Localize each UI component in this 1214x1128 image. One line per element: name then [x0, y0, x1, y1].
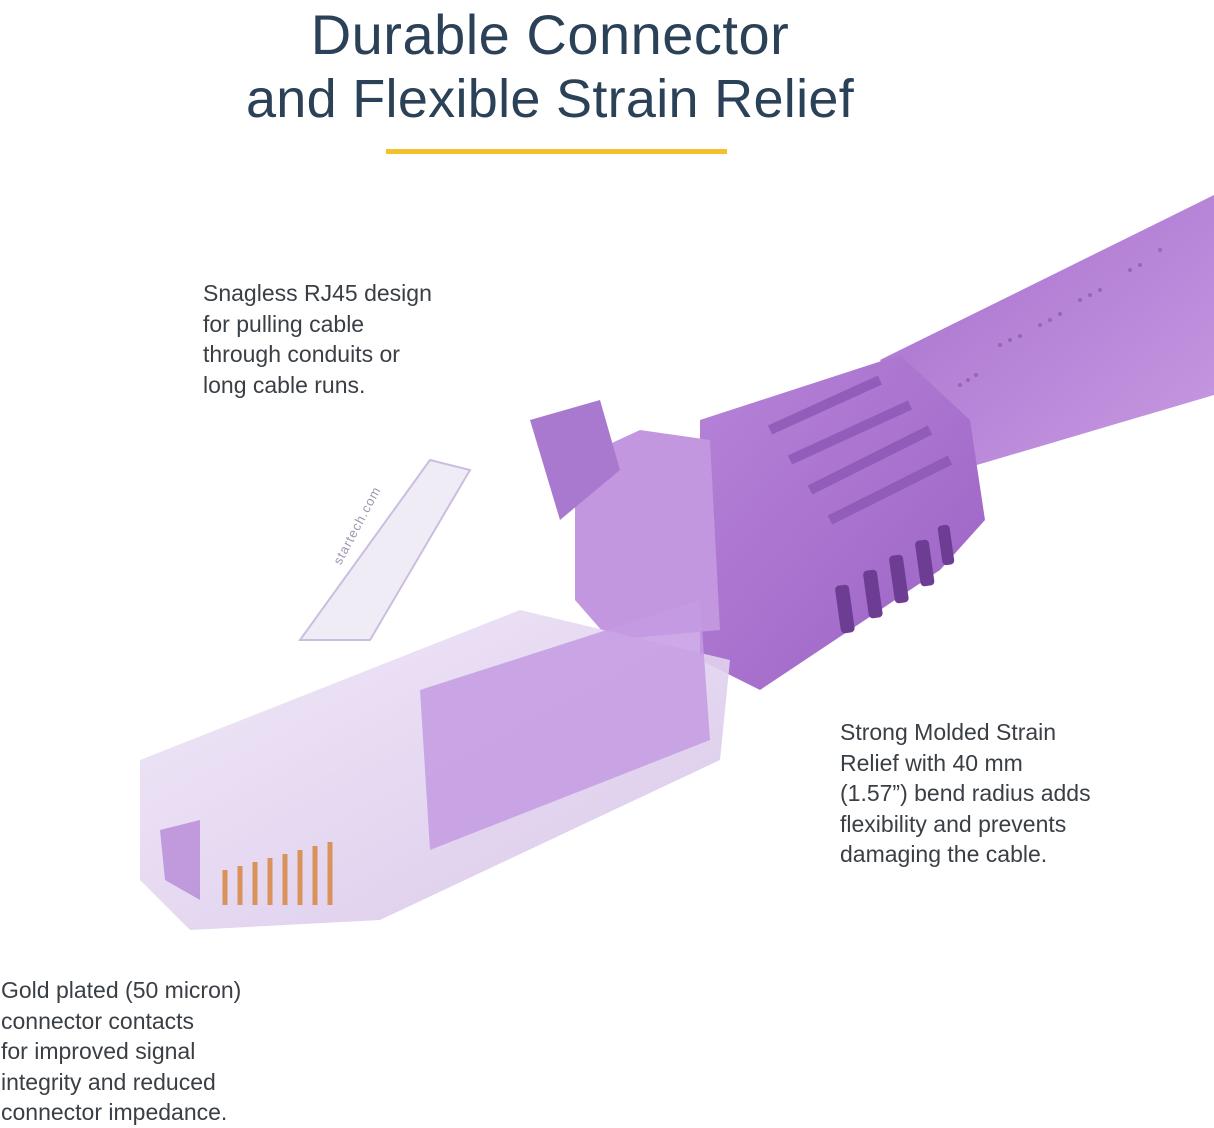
callout-line: connector impedance. — [1, 1099, 228, 1125]
brand-imprint-text: startech.com — [330, 483, 384, 568]
callout-line: Gold plated (50 micron) — [1, 977, 242, 1003]
callout-line: Snagless RJ45 design — [203, 280, 432, 306]
callout-line: connector contacts — [1, 1007, 195, 1034]
callout-line: Strong Molded Strain — [840, 719, 1057, 745]
callout-line: damaging the cable. — [840, 841, 1048, 867]
page-title: Durable Connector — [310, 3, 790, 66]
callout-line: long cable runs. — [203, 371, 366, 398]
callout-line: for pulling cable — [203, 310, 365, 337]
callout-gold-contacts: Gold plated (50 micron) connector contac… — [1, 975, 241, 1128]
callout-line: through conduits or — [203, 341, 400, 367]
page-subtitle: and Flexible Strain Relief — [245, 69, 855, 129]
callout-line: for improved signal — [1, 1038, 196, 1064]
callout-line: integrity and reduced — [1, 1068, 216, 1095]
callout-line: (1.57”) bend radius adds — [840, 780, 1091, 806]
callout-line: flexibility and prevents — [840, 810, 1067, 837]
callout-snagless-design: Snagless RJ45 design for pulling cable t… — [203, 278, 432, 400]
title-accent-divider — [386, 149, 727, 154]
callout-strain-relief: Strong Molded Strain Relief with 40 mm (… — [840, 717, 1091, 870]
callout-line: Relief with 40 mm — [840, 749, 1023, 776]
